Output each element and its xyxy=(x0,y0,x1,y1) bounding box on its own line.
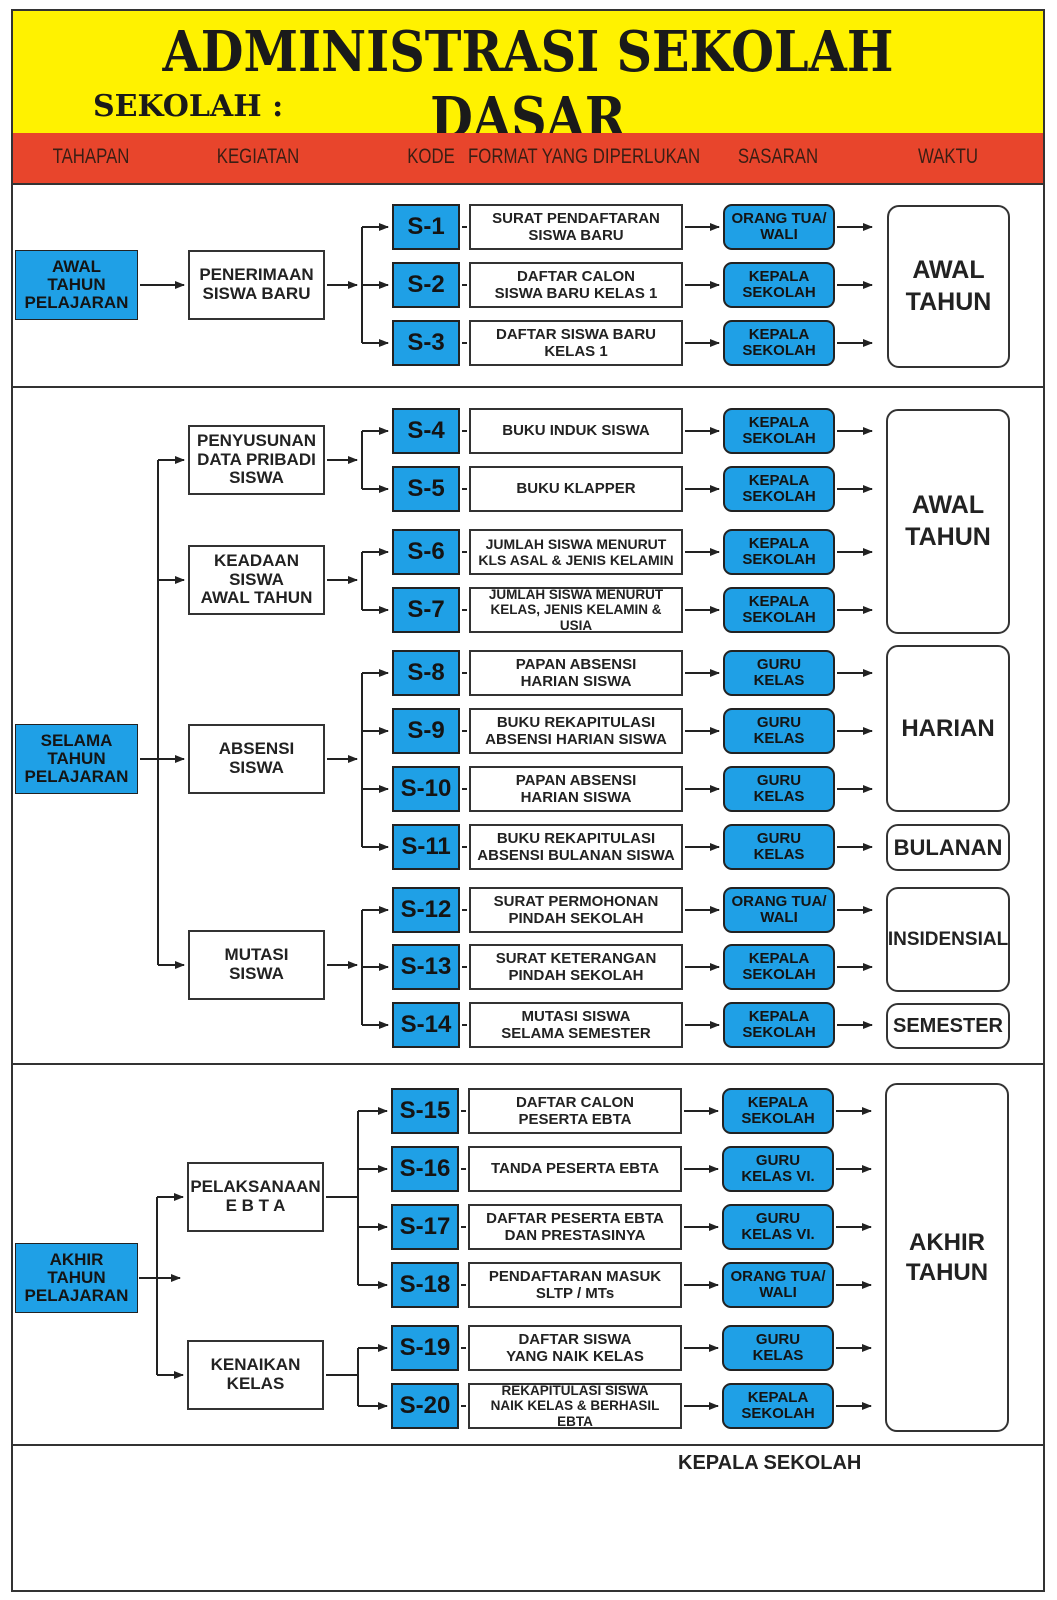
time-awal-tahun: AWAL TAHUN xyxy=(886,409,1010,634)
code-box: S-17 xyxy=(391,1204,459,1250)
activity-penerimaan: PENERIMAAN SISWA BARU xyxy=(188,250,325,320)
stage-selama-tahun: SELAMA TAHUN PELAJARAN xyxy=(15,724,138,794)
format-box: DAFTAR SISWA BARU KELAS 1 xyxy=(469,320,683,366)
time-akhir-tahun: AKHIR TAHUN xyxy=(885,1083,1009,1432)
format-box: MUTASI SISWA SELAMA SEMESTER xyxy=(469,1002,683,1048)
stage-akhir-tahun: AKHIR TAHUN PELAJARAN xyxy=(15,1243,138,1313)
format-box: DAFTAR SISWA YANG NAIK KELAS xyxy=(468,1325,682,1371)
format-box: PAPAN ABSENSI HARIAN SISWA xyxy=(469,650,683,696)
code-box: S-7 xyxy=(392,587,460,633)
target-box: GURU KELAS VI. xyxy=(722,1146,834,1192)
format-box: DAFTAR CALON PESERTA EBTA xyxy=(468,1088,682,1134)
target-box: KEPALA SEKOLAH xyxy=(723,466,835,512)
target-box: GURU KELAS xyxy=(723,708,835,754)
code-box: S-2 xyxy=(392,262,460,308)
format-box: REKAPITULASI SISWA NAIK KELAS & BERHASIL… xyxy=(468,1383,682,1429)
section-divider xyxy=(13,1444,1043,1446)
format-box: BUKU REKAPITULASI ABSENSI BULANAN SISWA xyxy=(469,824,683,870)
time-awal-tahun: AWAL TAHUN xyxy=(887,205,1010,368)
code-box: S-18 xyxy=(391,1262,459,1308)
header-tahapan: TAHAPAN xyxy=(52,145,130,168)
school-label: SEKOLAH : xyxy=(93,89,284,124)
format-box: JUMLAH SISWA MENURUT KELAS, JENIS KELAMI… xyxy=(469,587,683,633)
code-box: S-20 xyxy=(391,1383,459,1429)
format-box: JUMLAH SISWA MENURUT KLS ASAL & JENIS KE… xyxy=(469,529,683,575)
code-box: S-3 xyxy=(392,320,460,366)
section-divider xyxy=(13,1063,1043,1065)
format-box: SURAT PENDAFTARAN SISWA BARU xyxy=(469,204,683,250)
poster-frame xyxy=(11,9,1045,1592)
target-box: GURU KELAS xyxy=(723,650,835,696)
target-box: KEPALA SEKOLAH xyxy=(722,1383,834,1429)
time-insidensial: INSIDENSIAL xyxy=(886,887,1010,992)
code-box: S-11 xyxy=(392,824,460,870)
code-box: S-8 xyxy=(392,650,460,696)
target-box: ORANG TUA/ WALI xyxy=(722,1262,834,1308)
code-box: S-10 xyxy=(392,766,460,812)
code-box: S-19 xyxy=(391,1325,459,1371)
code-box: S-12 xyxy=(392,887,460,933)
code-box: S-15 xyxy=(391,1088,459,1134)
activity-ebta: PELAKSANAAN E B T A xyxy=(187,1162,324,1232)
section-divider xyxy=(13,386,1043,388)
format-box: BUKU REKAPITULASI ABSENSI HARIAN SISWA xyxy=(469,708,683,754)
header-waktu: WAKTU xyxy=(917,145,979,168)
header-kegiatan: KEGIATAN xyxy=(216,145,300,168)
stage-awal-tahun: AWAL TAHUN PELAJARAN xyxy=(15,250,138,320)
target-box: KEPALA SEKOLAH xyxy=(723,320,835,366)
target-box: KEPALA SEKOLAH xyxy=(722,1088,834,1134)
format-box: SURAT PERMOHONAN PINDAH SEKOLAH xyxy=(469,887,683,933)
target-box: KEPALA SEKOLAH xyxy=(723,1002,835,1048)
target-box: KEPALA SEKOLAH xyxy=(723,587,835,633)
activity-absensi: ABSENSI SISWA xyxy=(188,724,325,794)
time-semester: SEMESTER xyxy=(886,1003,1010,1049)
title-band: ADMINISTRASI SEKOLAH DASAR SEKOLAH : xyxy=(13,11,1043,151)
format-box: DAFTAR PESERTA EBTA DAN PRESTASINYA xyxy=(468,1204,682,1250)
code-box: S-14 xyxy=(392,1002,460,1048)
column-header-band: TAHAPAN KEGIATAN KODE FORMAT YANG DIPERL… xyxy=(13,133,1043,185)
activity-mutasi: MUTASI SISWA xyxy=(188,930,325,1000)
target-box: GURU KELAS xyxy=(722,1325,834,1371)
target-box: GURU KELAS xyxy=(723,766,835,812)
format-box: BUKU INDUK SISWA xyxy=(469,408,683,454)
code-box: S-1 xyxy=(392,204,460,250)
time-harian: HARIAN xyxy=(886,645,1010,812)
code-box: S-16 xyxy=(391,1146,459,1192)
format-box: TANDA PESERTA EBTA xyxy=(468,1146,682,1192)
format-box: PENDAFTARAN MASUK SLTP / MTs xyxy=(468,1262,682,1308)
target-box: GURU KELAS xyxy=(723,824,835,870)
header-sasaran: SASARAN xyxy=(737,145,819,168)
activity-penyusunan: PENYUSUNAN DATA PRIBADI SISWA xyxy=(188,425,325,495)
target-box: KEPALA SEKOLAH xyxy=(723,529,835,575)
header-kode: KODE xyxy=(407,145,455,168)
format-box: DAFTAR CALON SISWA BARU KELAS 1 xyxy=(469,262,683,308)
time-bulanan: BULANAN xyxy=(886,824,1010,871)
code-box: S-6 xyxy=(392,529,460,575)
code-box: S-13 xyxy=(392,944,460,990)
target-box: KEPALA SEKOLAH xyxy=(723,944,835,990)
target-box: GURU KELAS VI. xyxy=(722,1204,834,1250)
format-box: BUKU KLAPPER xyxy=(469,466,683,512)
header-format: FORMAT YANG DIPERLUKAN xyxy=(468,145,701,168)
format-box: PAPAN ABSENSI HARIAN SISWA xyxy=(469,766,683,812)
activity-kenaikan: KENAIKAN KELAS xyxy=(187,1340,324,1410)
target-box: KEPALA SEKOLAH xyxy=(723,408,835,454)
target-box: KEPALA SEKOLAH xyxy=(723,262,835,308)
activity-keadaan: KEADAAN SISWA AWAL TAHUN xyxy=(188,545,325,615)
target-box: ORANG TUA/ WALI xyxy=(723,204,835,250)
code-box: S-5 xyxy=(392,466,460,512)
format-box: SURAT KETERANGAN PINDAH SEKOLAH xyxy=(469,944,683,990)
signature-label: KEPALA SEKOLAH xyxy=(678,1452,862,1474)
target-box: ORANG TUA/ WALI xyxy=(723,887,835,933)
code-box: S-4 xyxy=(392,408,460,454)
section-divider xyxy=(13,183,1043,185)
code-box: S-9 xyxy=(392,708,460,754)
